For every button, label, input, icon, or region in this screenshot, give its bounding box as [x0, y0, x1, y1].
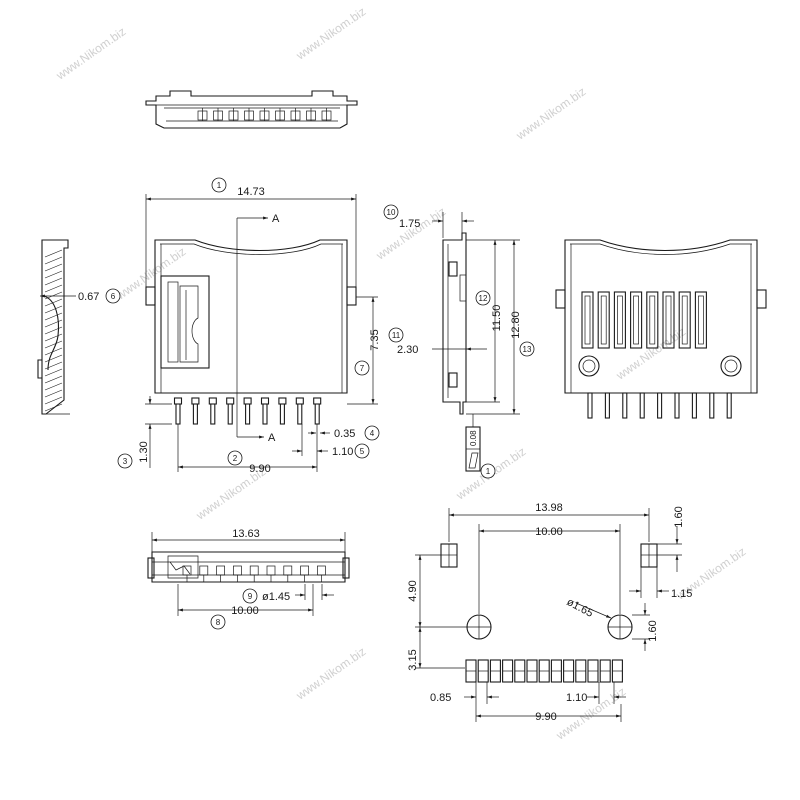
- dim-fp-hole-diameter: ø1.65: [565, 596, 595, 620]
- watermark-text: www.Nikom.biz: [613, 324, 688, 383]
- callout-3-number: 3: [123, 457, 128, 466]
- watermark-text: www.Nikom.biz: [113, 244, 188, 303]
- callout-5-number: 5: [360, 447, 365, 456]
- callout-13-number: 13: [523, 345, 532, 354]
- dim-overall-width: 14.73: [237, 186, 265, 198]
- dim-pin-length: 1.30: [138, 441, 150, 462]
- left-section-view: 0.67 6: [37, 239, 121, 415]
- callout-6-number: 6: [111, 292, 116, 301]
- callout-8-number: 8: [216, 618, 221, 627]
- section-mark-top: A: [272, 213, 280, 225]
- callout-7-circle: [354, 360, 370, 376]
- callout-3-circle: [117, 453, 133, 469]
- dim-fp-pad-offset: 4.90: [407, 580, 419, 601]
- side-view: 1.75 10 11.50 12 12.80 13 2.30 11 0.08 1: [383, 204, 535, 479]
- callout-11-circle: [388, 327, 404, 343]
- callout-2-circle: [227, 450, 243, 466]
- callout-13-circle: [519, 341, 535, 357]
- callout-10-number: 10: [387, 208, 396, 217]
- callout-11-number: 11: [392, 331, 401, 340]
- callout-7-number: 7: [360, 364, 365, 373]
- callout-1-number: 1: [217, 181, 222, 190]
- flatness-value: 0.08: [469, 430, 478, 446]
- dim-pin-pitch: 1.10: [332, 446, 353, 458]
- watermark-text: www.Nikom.biz: [293, 4, 368, 63]
- dim-fp-pad-height: 1.60: [673, 506, 685, 527]
- watermark-text: www.Nikom.biz: [53, 24, 128, 83]
- dim-fp-row-offset: 3.15: [407, 649, 419, 670]
- dim-fp-pad-width: 1.15: [671, 588, 692, 600]
- bottom-view: 13.63 10.00 8 ø1.45 9: [147, 528, 350, 630]
- callout-9-circle: [242, 588, 258, 604]
- callout-4-number: 4: [370, 429, 375, 438]
- pcb-footprint: 13.98 10.00 1.60 1.15 ø1.65 1.60 4.90: [407, 502, 692, 723]
- dim-pin-height: 2.30: [397, 344, 418, 356]
- dim-fp-row-span: 9.90: [535, 711, 556, 723]
- callout-8-circle: [210, 614, 226, 630]
- rear-view: [555, 239, 767, 419]
- callout-4-circle: [364, 425, 380, 441]
- dim-height: 7.35: [369, 329, 381, 350]
- dim-thickness-label: 0.67: [78, 291, 99, 303]
- callout-1-circle: [211, 177, 227, 193]
- dim-bottom-width: 13.63: [232, 528, 260, 540]
- dim-fp-overall-width: 13.98: [535, 502, 563, 514]
- callout-9-number: 9: [248, 592, 253, 601]
- section-mark-bottom: A: [268, 432, 276, 444]
- watermark-text: www.Nikom.biz: [513, 84, 588, 143]
- top-view: [145, 90, 358, 129]
- watermark-layer: www.Nikom.biz www.Nikom.biz www.Nikom.biz w…: [53, 4, 748, 743]
- callout-1b-number: 1: [486, 467, 491, 476]
- dim-outer-height: 12.80: [510, 311, 522, 339]
- dim-fp-hole-pad: 1.60: [647, 620, 659, 641]
- dim-pin-width: 0.35: [334, 428, 355, 440]
- callout-12-circle: [475, 290, 491, 306]
- front-view: A A 14.73 1 7.35 7 1.30 3 9.90 2: [117, 177, 381, 475]
- dim-fp-pin-pitch: 1.10: [566, 692, 587, 704]
- dim-fp-hole-span: 10.00: [535, 526, 563, 538]
- dim-pitch-span: 9.90: [249, 463, 270, 475]
- watermark-text: www.Nikom.biz: [293, 644, 368, 703]
- callout-6-circle: [105, 288, 121, 304]
- callout-12-number: 12: [479, 294, 488, 303]
- callout-5-circle: [354, 443, 370, 459]
- dim-top-offset: 1.75: [399, 218, 420, 230]
- callout-2-number: 2: [233, 454, 238, 463]
- dim-inner-height: 11.50: [491, 305, 503, 332]
- dim-fp-pin-width: 0.85: [430, 692, 451, 704]
- watermark-text: www.Nikom.biz: [553, 684, 628, 743]
- dim-post-span: 10.00: [231, 605, 259, 617]
- callout-1b-circle: [480, 463, 496, 479]
- callout-10-circle: [383, 204, 399, 220]
- dim-post-diameter: ø1.45: [262, 591, 290, 603]
